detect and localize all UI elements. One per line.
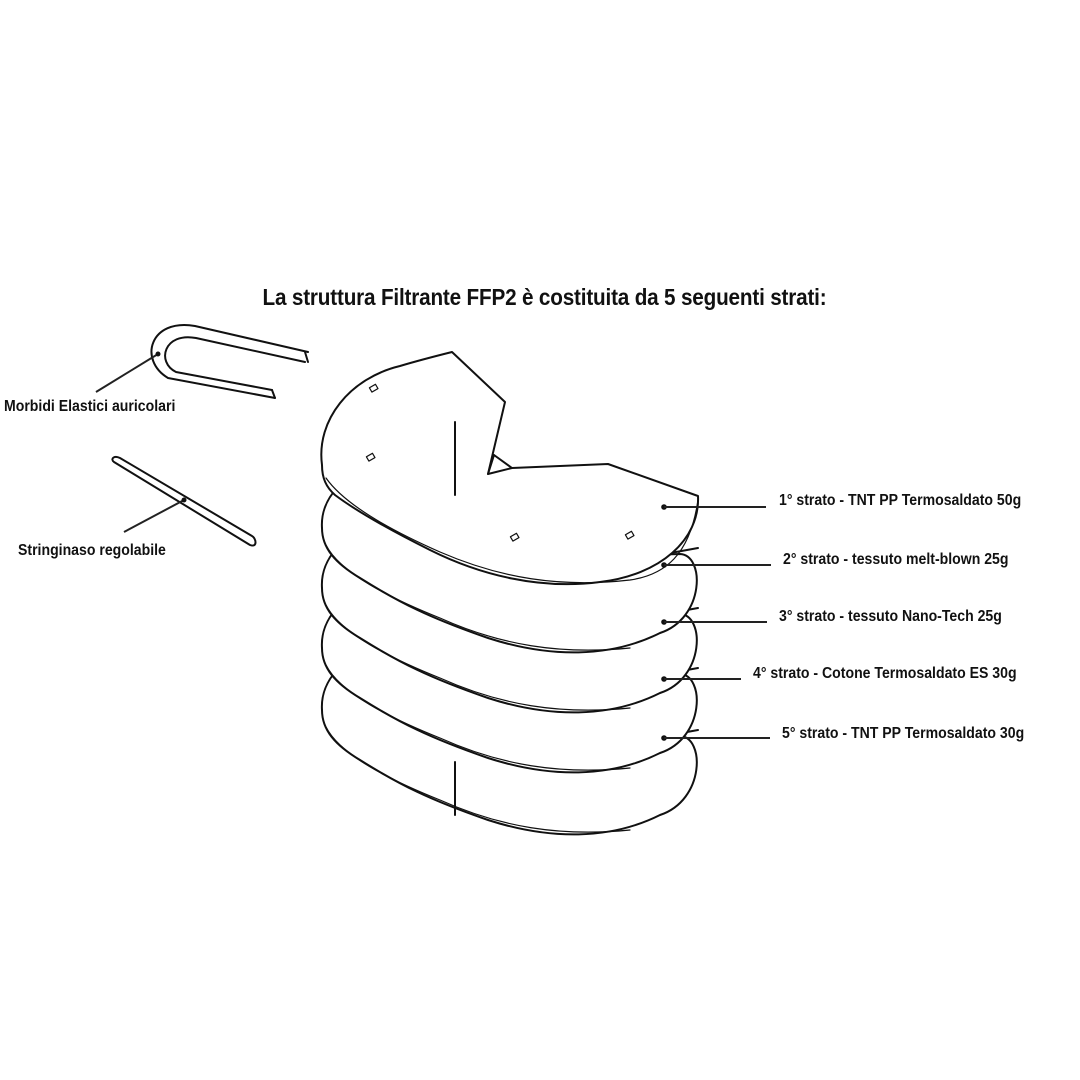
layer-1-shape xyxy=(320,351,700,586)
layer-leaders xyxy=(661,504,771,741)
layer-1-label: 1° strato - TNT PP Termosaldato 50g xyxy=(779,492,1022,509)
diagram-title: La struttura Filtrante FFP2 è costituita… xyxy=(262,284,827,310)
ear-loops-label: Morbidi Elastici auricolari xyxy=(4,398,176,415)
layer-2-label: 2° strato - tessuto melt-blown 25g xyxy=(783,551,1009,568)
layer-4-label: 4° strato - Cotone Termosaldato ES 30g xyxy=(753,665,1017,682)
layer-3-label: 3° strato - tessuto Nano-Tech 25g xyxy=(779,608,1002,625)
nose-clip-leader xyxy=(123,499,185,533)
nose-clip-icon xyxy=(111,455,257,547)
nose-clip-label: Stringinaso regolabile xyxy=(18,542,166,559)
ear-loops-icon xyxy=(150,324,309,399)
layer-5-label: 5° strato - TNT PP Termosaldato 30g xyxy=(782,725,1025,742)
ear-loops-leader xyxy=(95,353,159,393)
